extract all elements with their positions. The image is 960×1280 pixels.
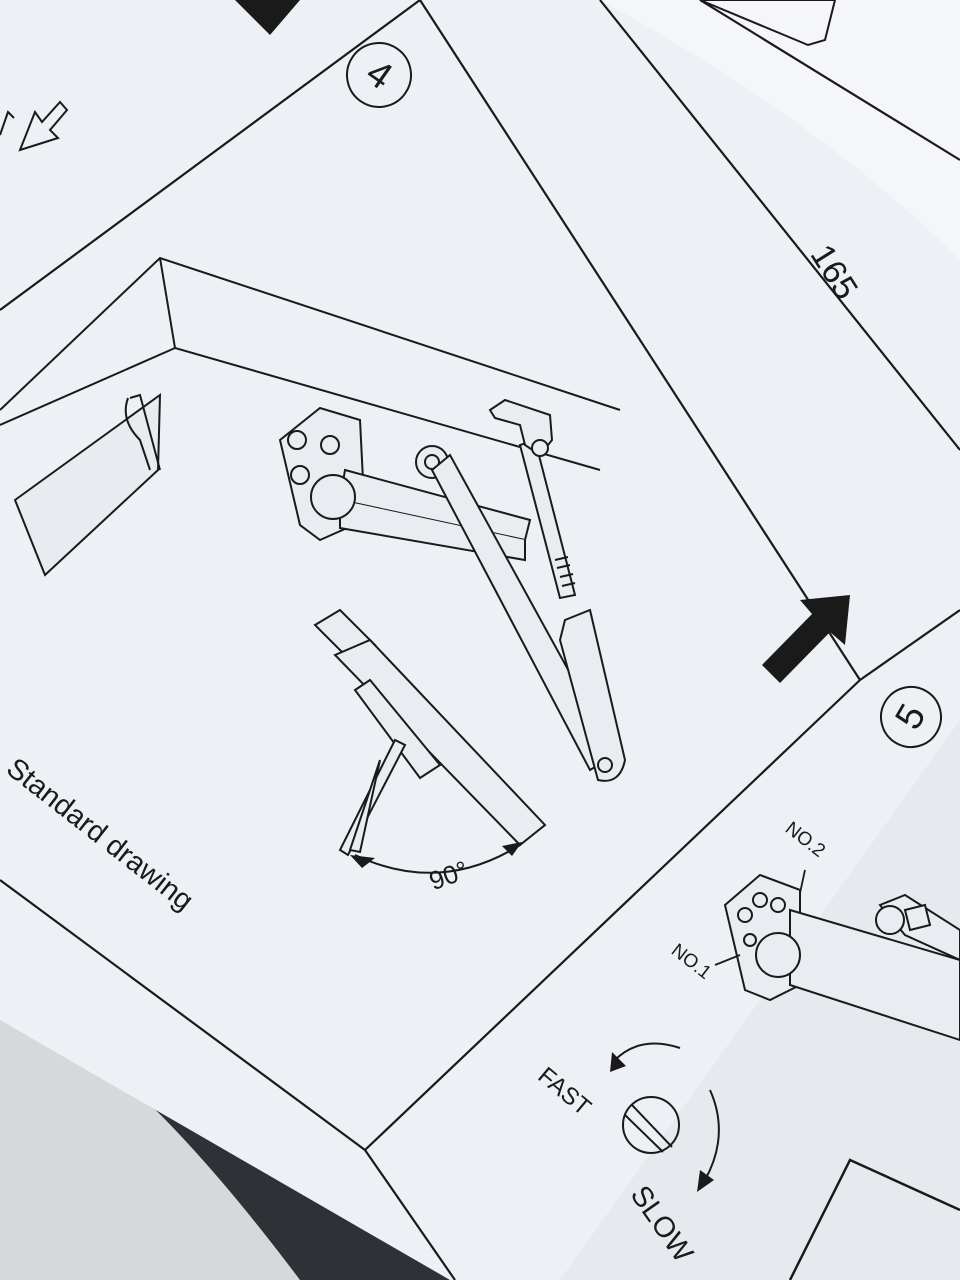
step-5-number: 5 [887,697,935,737]
step-5-closer-drawing [723,873,960,1042]
step-4-number: 4 [358,51,400,98]
top-view-drawing [313,608,547,857]
sleeve [0,1000,300,1280]
speed-valve [614,1042,720,1181]
paper-fold [560,720,960,1280]
arrowhead-right-icon [502,842,522,856]
arrowhead-left-icon [350,855,375,868]
slow-arrow-icon [697,1170,714,1192]
fast-arrow-icon [610,1052,626,1072]
top-box-icon [699,0,837,47]
step-5-arrow-icon [762,595,850,683]
door-closer-arms [430,398,627,782]
left-arrow-icons [0,100,69,152]
door-frame-drawing [0,256,621,577]
angle-arc [354,844,521,874]
paper-highlight [600,0,960,260]
pointer-lines [714,869,806,966]
lower-right-outline [788,1158,960,1280]
top-arrow-icon [195,0,300,35]
